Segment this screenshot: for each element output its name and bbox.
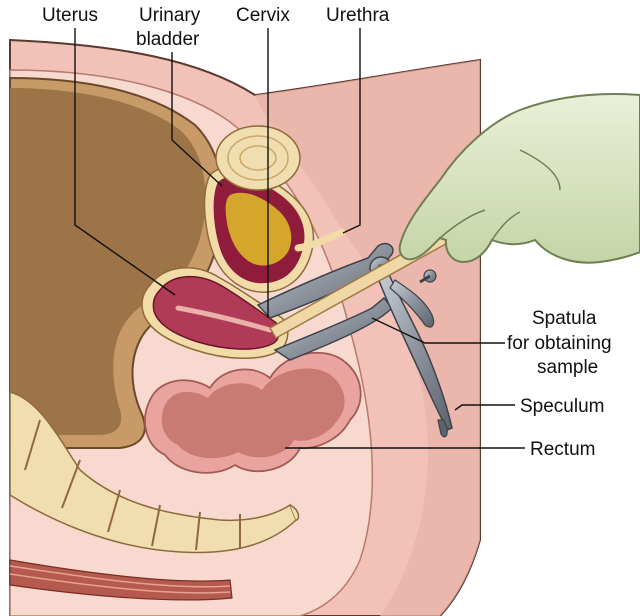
vertebra-line-2	[61, 459, 81, 509]
speculum-leader	[454, 404, 515, 411]
bladder-leader	[171, 52, 223, 187]
bladder-lumen	[225, 192, 292, 266]
pubic-ring	[227, 135, 289, 181]
label-urethra: Urethra	[326, 5, 390, 26]
uterus	[9, 76, 224, 449]
sacrum-body	[9, 391, 297, 554]
glove-finger-line-2	[491, 211, 521, 241]
label-speculum: Speculum	[520, 396, 605, 417]
labels: Uterus Urinary bladder Cervix Urethra Sp…	[42, 5, 612, 460]
gloved-hand	[398, 92, 640, 264]
rectum	[144, 351, 362, 474]
leader-lines	[74, 28, 525, 449]
muscle-band	[9, 559, 233, 601]
glove-finger-line-1	[439, 209, 486, 239]
urinary-bladder	[203, 166, 315, 293]
speculum-handle-hook	[437, 419, 448, 438]
label-spatula-3: sample	[537, 357, 598, 378]
speculum-lever	[389, 279, 435, 328]
thigh-shading	[255, 60, 480, 616]
cervix-body	[152, 275, 280, 350]
vertebra-line-5	[195, 511, 201, 551]
muscle-stripe-1	[9, 565, 231, 588]
sacrum	[9, 391, 300, 554]
urethra-leader	[342, 28, 361, 234]
label-spatula-2: for obtaining	[507, 333, 612, 354]
vertebra-line-3	[107, 489, 121, 533]
pelvic-floor-muscle	[9, 559, 233, 601]
label-uterus: Uterus	[42, 5, 98, 26]
speculum-upper-blade	[256, 242, 394, 319]
uterus-cavity	[10, 88, 206, 435]
speculum-knob-stem	[419, 274, 431, 284]
label-rectum: Rectum	[530, 439, 595, 460]
glove-thumb-line	[519, 149, 561, 191]
uterus-leader	[74, 28, 176, 296]
cervical-canal	[175, 305, 273, 333]
muscle-stripe-2	[9, 573, 231, 594]
label-urinary-bladder-2: bladder	[136, 29, 200, 50]
urethra	[294, 228, 346, 252]
pubic-ring-inner	[239, 145, 277, 171]
coccyx-tip	[289, 504, 300, 521]
spatula-leader	[371, 317, 505, 344]
pubic-bone	[215, 125, 301, 191]
vertebra-line-4	[151, 504, 161, 547]
label-cervix: Cervix	[236, 5, 290, 26]
label-urinary-bladder-1: Urinary	[139, 5, 201, 26]
rectum-inner	[161, 368, 345, 459]
speculum	[256, 242, 453, 438]
vertebra-line-1	[24, 419, 41, 471]
speculum-handle	[377, 270, 453, 431]
label-spatula-1: Spatula	[532, 308, 597, 329]
glove	[398, 92, 640, 264]
